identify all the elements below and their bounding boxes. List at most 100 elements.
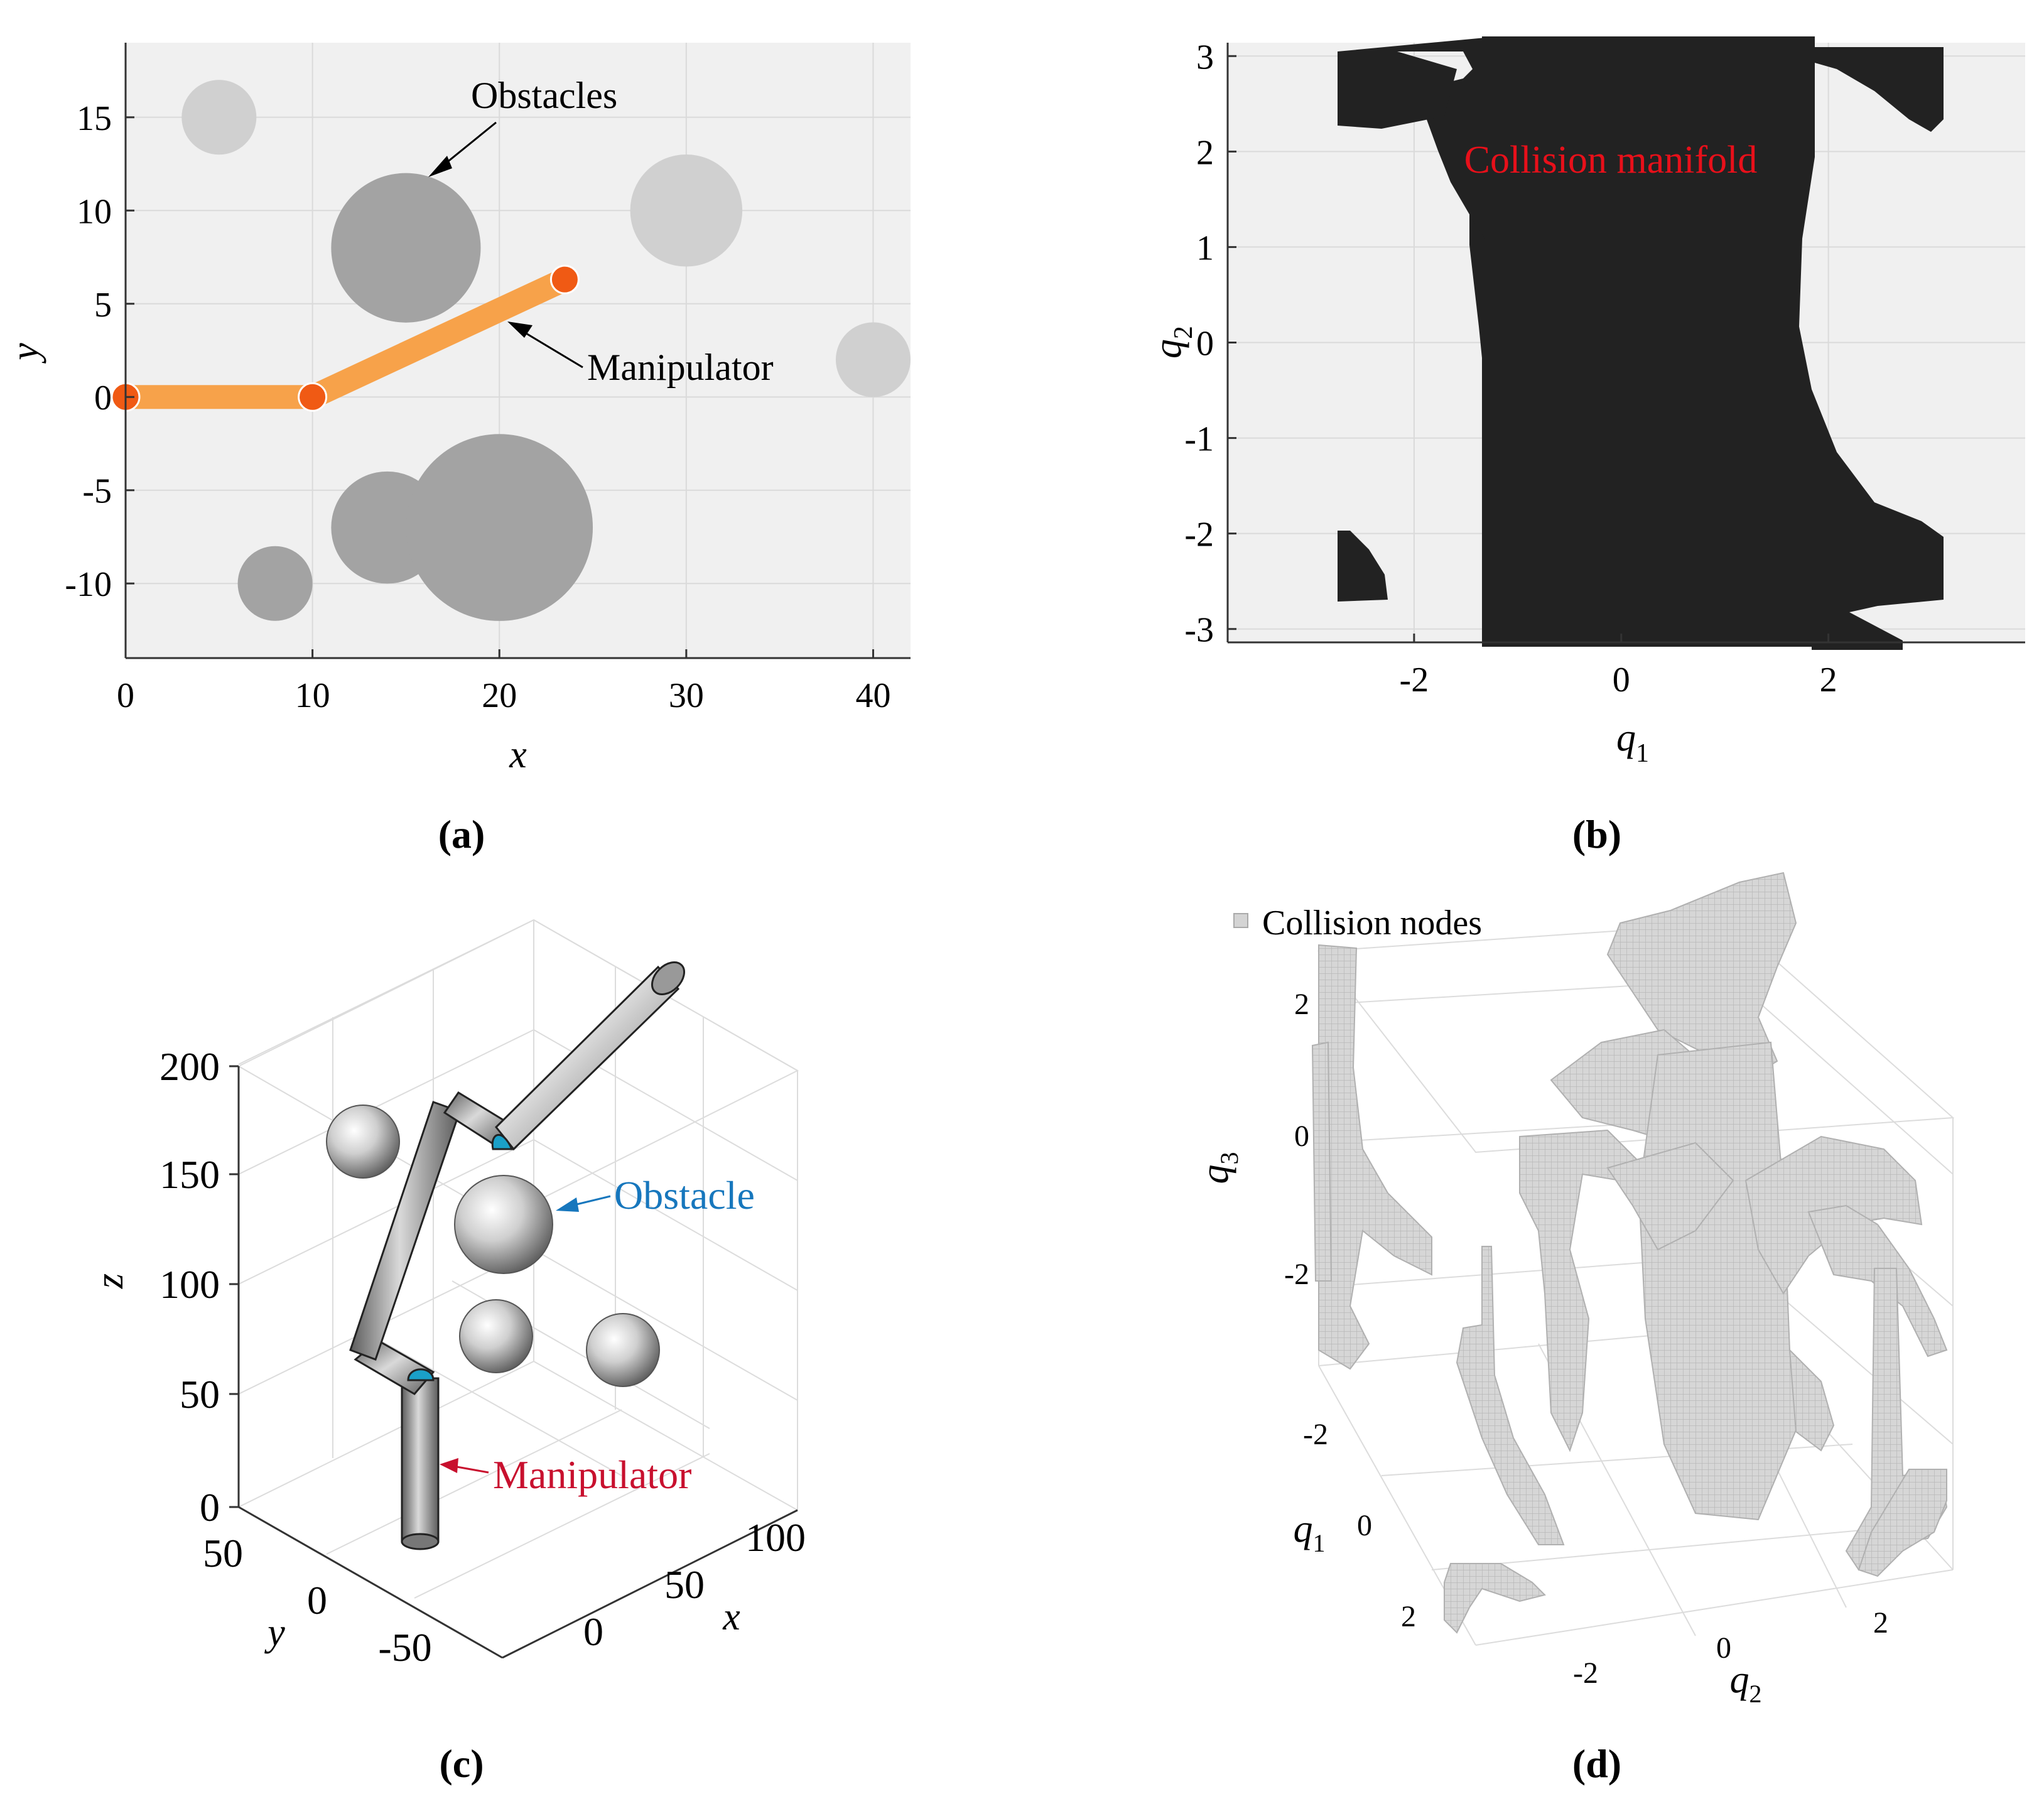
plot-a-xlabel: x [509, 733, 527, 776]
arrowhead-obstacle [556, 1197, 579, 1212]
x-tick-label: 50 [664, 1562, 705, 1607]
collision-manifold [1338, 36, 1944, 650]
annotation-manipulator: Manipulator [587, 347, 774, 388]
sphere-obstacle-4 [586, 1313, 660, 1387]
sphere-obstacle-2 [454, 1175, 553, 1274]
arrowhead-manipulator [507, 321, 533, 338]
y-tick-label: 0 [94, 379, 112, 418]
plot-b-ylabel-sub: 2 [1169, 326, 1198, 339]
obstacle-light [630, 154, 743, 267]
manipulator-3d [349, 961, 685, 1550]
plot-d-zlabel-base: q [1194, 1165, 1236, 1184]
plot-c-y-axis [238, 1506, 503, 1659]
collision-nodes [1311, 872, 1948, 1634]
q2-tick-label: -2 [1573, 1656, 1598, 1690]
y-tick-label: -50 [378, 1625, 431, 1670]
plot-a-ylabel: y [4, 343, 46, 364]
q1-tick-label: -2 [1303, 1418, 1328, 1451]
z-tick-label: 150 [160, 1152, 220, 1197]
plot-b-xlabel: q1 [1616, 716, 1649, 768]
plot-d-zlabel-sub: 3 [1215, 1152, 1243, 1165]
sphere-obstacle-1 [326, 1105, 400, 1179]
svg-text:q1: q1 [1294, 1508, 1326, 1557]
plot-c-xlabel: x [722, 1596, 740, 1638]
plot-d-xlabel: q1 [1294, 1508, 1326, 1557]
x-tick-label: 0 [583, 1609, 603, 1654]
svg-text:q1: q1 [1616, 716, 1649, 768]
x-tick-label: 30 [669, 676, 704, 715]
q3-tick-label: -2 [1284, 1258, 1309, 1291]
z-tick-label: 50 [180, 1372, 220, 1417]
caption-c: (c) [439, 1741, 484, 1786]
panel-d: Collision nodes 20-2-202-202 q3 q1 q2 (d… [1194, 872, 1955, 1786]
x-tick-label: 10 [295, 676, 330, 715]
arrow-manipulator-3d [453, 1465, 489, 1474]
collision-manifold-label: Collision manifold [1464, 139, 1758, 181]
q2-tick-label: 2 [1873, 1606, 1888, 1640]
x-tick-label: 2 [1820, 661, 1837, 700]
plot-c-x-axis [502, 1509, 798, 1659]
legend-marker [1233, 913, 1248, 928]
svg-text:q3: q3 [1194, 1152, 1243, 1184]
plot-d-zlabel: q3 [1194, 1152, 1243, 1184]
plot-a-obstacles [181, 80, 911, 621]
caption-b: (b) [1572, 812, 1621, 856]
q3-tick-label: 2 [1294, 988, 1309, 1021]
arrowhead-obstacles [428, 156, 452, 177]
sphere-obstacle-3 [459, 1299, 533, 1373]
annotation-obstacles: Obstacles [471, 75, 617, 116]
y-tick-label: 3 [1196, 38, 1214, 77]
z-tick-label: 0 [200, 1485, 220, 1530]
y-tick-label: 50 [203, 1531, 243, 1575]
annotation-obstacle: Obstacle [614, 1173, 755, 1218]
manipulator-joint [549, 264, 580, 294]
plot-b-xlabel-base: q [1616, 716, 1636, 759]
arrow-obstacle [571, 1195, 611, 1207]
y-tick-label: -5 [82, 472, 112, 511]
x-tick-label: 100 [745, 1515, 806, 1560]
plot-d-xlabel-base: q [1294, 1508, 1313, 1550]
plot-d-ylabel-base: q [1730, 1658, 1749, 1701]
plot-d-ticks: 20-2-202-202 [1284, 988, 1888, 1690]
svg-text:q2: q2 [1147, 326, 1198, 359]
y-tick-label: 0 [1196, 325, 1214, 364]
plot-d-ylabel-sub: 2 [1749, 1680, 1762, 1708]
annotation-manipulator-3d: Manipulator [493, 1452, 691, 1497]
x-tick-label: 0 [1613, 661, 1630, 700]
y-tick-label: -2 [1184, 516, 1214, 554]
y-tick-label: 5 [94, 286, 112, 325]
y-tick-label: 2 [1196, 133, 1214, 172]
caption-d: (d) [1572, 1741, 1621, 1786]
plot-d-ylabel: q2 [1730, 1658, 1762, 1708]
plot-d-xlabel-sub: 1 [1313, 1529, 1326, 1557]
obstacle-light [835, 322, 911, 397]
arrowhead-manipulator-3d [440, 1458, 458, 1473]
obstacle-light [181, 80, 257, 155]
plot-b-xlabel-sub: 1 [1636, 739, 1649, 768]
y-tick-label: -3 [1184, 611, 1214, 650]
z-tick-label: 100 [160, 1262, 220, 1307]
legend-collision-nodes: Collision nodes [1262, 904, 1482, 943]
obstacle-dark [331, 173, 481, 323]
plot-b-ylabel: q2 [1147, 326, 1198, 359]
plot-c-ylabel: y [264, 1611, 285, 1654]
manipulator-joint [298, 382, 328, 412]
y-tick-label: 10 [77, 192, 112, 231]
z-tick-label: 200 [160, 1044, 220, 1089]
svg-text:q2: q2 [1730, 1658, 1762, 1708]
caption-a: (a) [438, 812, 485, 856]
q1-tick-label: 2 [1401, 1600, 1416, 1633]
q3-tick-label: 0 [1294, 1120, 1309, 1153]
plot-c-zlabel: z [89, 1273, 131, 1289]
plot-b-ylabel-base: q [1147, 339, 1189, 359]
q1-tick-label: 0 [1357, 1509, 1372, 1542]
x-tick-label: 20 [482, 676, 517, 715]
arrow-manipulator [519, 328, 583, 369]
